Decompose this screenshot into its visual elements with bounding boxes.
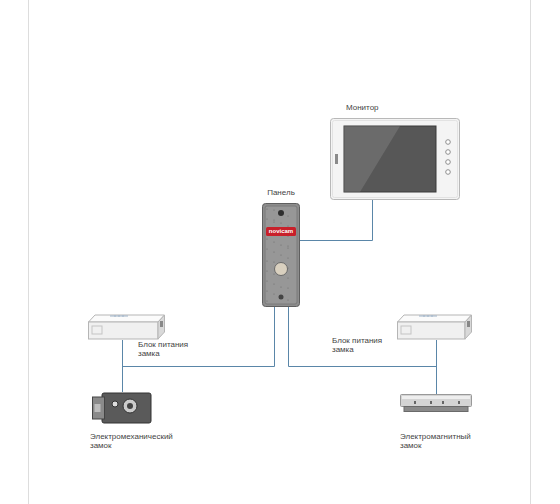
device-label: Электромагнитный замок [400,432,490,450]
monitor-illustration [330,118,460,200]
screen-glare [344,126,400,192]
wire [436,340,437,394]
device-label: Электромеханический замок [90,432,190,450]
maglock-slot [414,401,416,404]
lock-cylinder [123,399,137,413]
psu-terminal [467,321,470,327]
frame-line [28,0,29,504]
monitor-bevel [333,121,458,198]
camera-lens [278,210,284,216]
panel-texture [266,270,267,271]
lock-latch [95,404,101,412]
monitor-button [446,140,451,145]
speaker-hole [279,295,284,300]
monitor-button [446,150,451,155]
panel-texture [266,290,267,291]
panel-texture [266,218,267,219]
panel-texture [280,286,281,287]
panel-texture [266,208,267,209]
monitor-node: Монитор [330,118,460,200]
emlock-illustration [92,392,152,424]
psu-vent [401,326,411,334]
cylinder-core [127,403,133,409]
lock-body [102,393,151,423]
maglock-highlight [402,396,470,399]
psu-illustration [397,314,472,340]
panel-texture [287,277,288,278]
panel-texture [287,287,288,288]
panel-texture [287,247,288,248]
logo-box: novicam [266,227,296,236]
psu-top [89,315,165,322]
lock-faceplate [93,397,105,419]
panel-texture [273,273,274,274]
maglock-slot [430,401,432,404]
wire [300,200,373,241]
monitor-screen [344,126,436,192]
psu-top [398,315,472,322]
maglock-plate [404,407,468,412]
panel-texture [266,238,267,239]
panel-texture [280,254,281,255]
panel-texture [280,222,281,223]
panel-texture [273,209,274,210]
monitor-button [446,170,451,175]
monitor-frame [331,119,460,200]
psu-groove [431,316,437,317]
psu-front [89,322,159,339]
psu-end [158,315,165,339]
panel-node: Панель [262,203,300,307]
panel-texture [273,221,274,222]
psu-groove [122,316,128,317]
panel-illustration [262,203,300,307]
psu-vent [92,326,102,334]
panel-texture [287,299,288,300]
device-label: Блок питания замка [138,340,202,358]
panel-texture [287,257,288,258]
maglock-illustration [400,394,472,412]
brand-logo: novicam [266,227,296,236]
psu-illustration [88,314,165,340]
emlock-node: Электромеханический замок [92,392,152,424]
panel-texture [266,260,267,261]
call-button [275,263,288,276]
psu-front [398,322,466,339]
logo-strip [266,227,296,236]
psu-node: Блок питания замка [397,314,472,340]
psu-terminal [160,321,163,327]
maglock-slot [442,401,444,404]
panel-body [263,204,300,307]
monitor-mark [335,154,338,164]
maglock-node: Электромагнитный замок [400,394,472,412]
panel-texture [273,261,274,262]
device-label: Панель [251,188,311,197]
wire [122,340,123,392]
panel-texture [287,225,288,226]
maglock-slot [458,401,460,404]
psu-end [465,315,472,339]
panel-texture [273,283,274,284]
device-label: Блок питания замка [332,336,394,354]
panel-texture [266,280,267,281]
panel-texture [273,293,274,294]
lock-knob [112,401,118,407]
panel-face [265,206,297,304]
panel-texture [273,241,274,242]
frame-line [530,0,531,504]
monitor-button [446,160,451,165]
panel-texture [266,300,267,301]
panel-texture [273,251,274,252]
maglock-body [401,395,472,407]
panel-texture [273,219,274,220]
psu-node: Блок питания замка [88,314,165,340]
panel-texture [287,215,288,216]
panel-texture [266,248,267,249]
device-label: Монитор [346,103,406,112]
panel-texture [280,244,281,245]
panel-texture [287,245,288,246]
